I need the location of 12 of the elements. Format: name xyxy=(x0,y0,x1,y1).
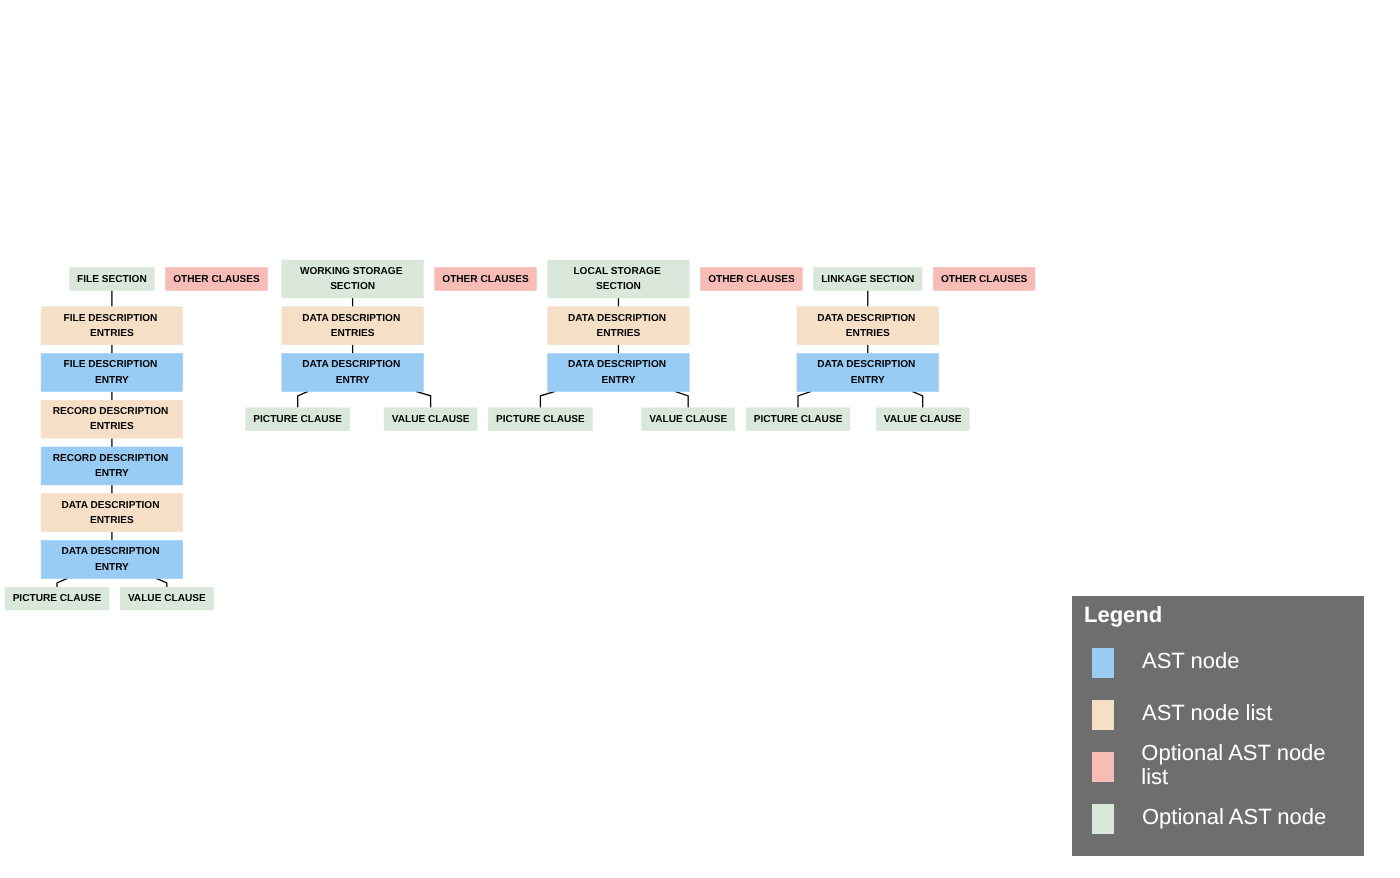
legend-label: AST node list xyxy=(1142,702,1273,726)
connector xyxy=(111,390,113,401)
connector xyxy=(111,437,113,448)
connector xyxy=(111,484,113,495)
connector xyxy=(111,289,113,308)
legend-label: Optional AST node xyxy=(1142,806,1327,830)
legend-label: AST node xyxy=(1142,650,1240,674)
legend-title: Legend xyxy=(1084,604,1163,628)
connector xyxy=(111,531,113,542)
connector xyxy=(56,577,68,588)
legend-label: Optional AST node list xyxy=(1141,742,1328,790)
connector xyxy=(111,344,113,355)
